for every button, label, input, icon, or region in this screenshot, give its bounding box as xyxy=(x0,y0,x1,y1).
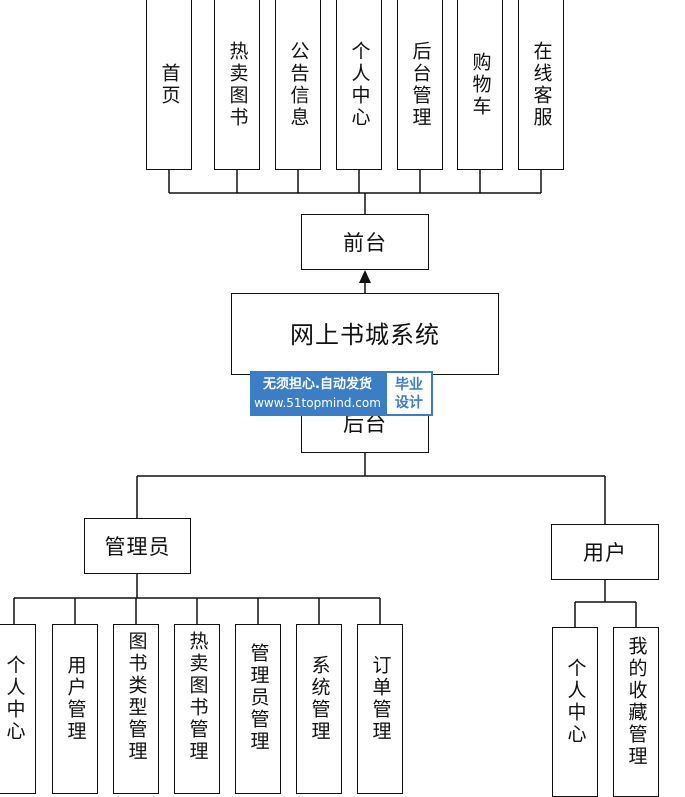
admin-item-user-management: 用户管理 xyxy=(52,624,98,794)
front-item-label: 后台管理 xyxy=(409,40,432,129)
front-item-announcements: 公告信息 xyxy=(275,0,321,170)
front-item-cart: 购物车 xyxy=(457,0,503,170)
watermark-badge: 毕业 设计 xyxy=(385,371,433,416)
watermark-text: 无须担心.自动发货 www.51topmind.com xyxy=(250,371,385,416)
admin-item-personal-center: 个人中心 xyxy=(0,624,36,794)
admin-item-label: 管理员管理 xyxy=(247,643,270,753)
user-item-personal-center: 个人中心 xyxy=(552,627,598,797)
front-node: 前台 xyxy=(301,214,429,270)
front-item-personal-center: 个人中心 xyxy=(336,0,382,170)
front-item-label: 首页 xyxy=(158,62,181,107)
admin-node-label: 管理员 xyxy=(104,535,171,559)
front-node-label: 前台 xyxy=(343,231,387,255)
watermark: 无须担心.自动发货 www.51topmind.com 毕业 设计 xyxy=(250,371,433,416)
front-item-hot-books: 热卖图书 xyxy=(214,0,260,170)
front-item-label: 公告信息 xyxy=(287,40,310,129)
admin-item-admin-management: 管理员管理 xyxy=(235,624,281,794)
watermark-badge2: 设计 xyxy=(395,394,423,411)
admin-item-label: 订单管理 xyxy=(369,655,392,743)
admin-node: 管理员 xyxy=(84,518,191,574)
watermark-line1: 无须担心.自动发货 xyxy=(263,376,372,392)
arrow-head-icon xyxy=(359,270,371,283)
front-item-label: 购物车 xyxy=(469,51,492,118)
front-item-online-service: 在线客服 xyxy=(518,0,564,170)
user-item-favorites-management: 我的收藏管理 xyxy=(613,627,659,797)
front-item-home: 首页 xyxy=(146,0,192,170)
user-node-label: 用户 xyxy=(583,541,627,565)
user-item-label: 个人中心 xyxy=(564,658,587,746)
admin-item-label: 热卖图书管理 xyxy=(186,631,209,763)
admin-item-order-management: 订单管理 xyxy=(357,624,403,794)
system-node: 网上书城系统 xyxy=(231,293,499,375)
admin-item-book-type-management: 图书类型管理 xyxy=(113,624,159,794)
front-item-label: 热卖图书 xyxy=(226,40,249,129)
watermark-line2: www.51topmind.com xyxy=(254,395,381,410)
system-node-label: 网上书城系统 xyxy=(290,320,440,349)
front-item-label: 在线客服 xyxy=(530,40,553,129)
front-item-label: 个人中心 xyxy=(348,40,371,129)
admin-item-label: 用户管理 xyxy=(64,655,87,743)
admin-item-hot-books-management: 热卖图书管理 xyxy=(174,624,220,794)
admin-item-label: 系统管理 xyxy=(308,655,331,743)
watermark-badge1: 毕业 xyxy=(395,376,423,393)
admin-item-label: 图书类型管理 xyxy=(125,631,148,763)
back-node-label: 后台 xyxy=(343,412,387,436)
user-item-label: 我的收藏管理 xyxy=(625,636,648,768)
admin-item-label: 个人中心 xyxy=(3,655,26,743)
admin-item-system-management: 系统管理 xyxy=(296,624,342,794)
user-node: 用户 xyxy=(551,524,659,580)
front-item-backend-admin: 后台管理 xyxy=(397,0,443,170)
